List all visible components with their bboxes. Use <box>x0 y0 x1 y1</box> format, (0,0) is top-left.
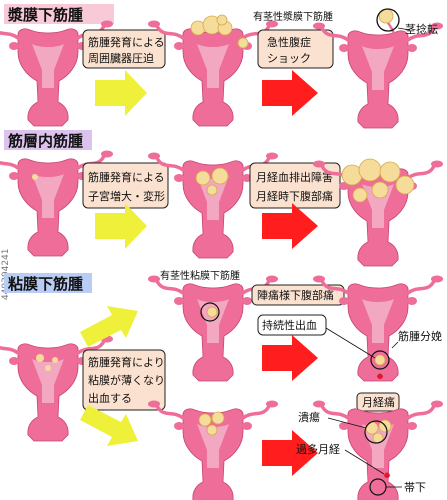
myoma-cluster-subserosal <box>190 14 249 49</box>
myoma-submucosal-1 <box>206 306 218 318</box>
svg-text:持続性出血: 持続性出血 <box>262 318 317 332</box>
arrow-red-3a <box>262 335 318 381</box>
label-discharge: 帯下 <box>404 481 426 494</box>
myoma-cluster-normal-3 <box>36 354 58 371</box>
svg-text:月経時下腹部痛: 月経時下腹部痛 <box>256 189 333 203</box>
arrow-yellow-1 <box>95 70 147 116</box>
label-pedunculated-submucosal: 有茎性粘膜下筋腫 <box>160 269 240 282</box>
svg-text:陣痛様下腹部痛: 陣痛様下腹部痛 <box>257 288 334 302</box>
svg-text:急性腹症: 急性腹症 <box>267 35 311 49</box>
label-box-menstrual-pain: 月経痛 <box>356 392 400 412</box>
section-title-bg-subserosal <box>4 4 114 24</box>
symptom-box-submucosal: 陣痛様下腹部痛 <box>251 284 345 306</box>
label-torsion: 茎捻転 <box>405 22 438 36</box>
leader-ulcer <box>327 417 367 429</box>
myoma-cluster-submucosal-2 <box>198 411 225 436</box>
arrow-yellow-2 <box>95 203 147 249</box>
circle-ulcer <box>364 420 388 444</box>
symptom-box-intramural: 月経血排出障害 月経時下腹部痛 <box>249 162 341 209</box>
arrow-red-1 <box>262 70 318 116</box>
myoma-cluster-enlarged <box>341 158 415 203</box>
myoma-cluster-intramural <box>195 167 229 196</box>
section-title-intramural: 筋層内筋腫 <box>7 132 83 150</box>
symptom-box-subserosal: 急性腹症 ショック <box>257 29 334 69</box>
circle-delivery <box>370 350 390 370</box>
section-title-subserosal: 漿膜下筋腫 <box>7 6 83 24</box>
section-title-bg-intramural <box>4 130 92 150</box>
circle-submucosal-1 <box>200 302 220 322</box>
desc-box-submucosal: 筋腫発育により 粘膜が薄くなり 出血する <box>82 349 166 411</box>
svg-text:月経痛: 月経痛 <box>362 395 395 409</box>
blood-drop-menorrhagia <box>384 472 390 478</box>
svg-text:月経血排出障害: 月経血排出障害 <box>256 170 333 184</box>
svg-text:筋腫発育による: 筋腫発育による <box>88 35 165 49</box>
leader-delivery <box>391 341 399 349</box>
svg-text:出血する: 出血する <box>88 391 132 405</box>
blood-drop-delivery <box>377 373 383 379</box>
arrow-red-2 <box>262 203 318 249</box>
svg-text:粘膜が薄くなり: 粘膜が薄くなり <box>88 373 165 387</box>
desc-box-intramural: 筋腫発育による 子宮増大・変形 <box>82 162 169 209</box>
label-delivery: 筋腫分娩 <box>398 329 442 343</box>
section-title-submucosal: 粘膜下筋腫 <box>8 275 83 293</box>
leader-menorrhagia <box>344 449 385 475</box>
desc-box-subserosal: 筋腫発育による 周囲臓器圧迫 <box>82 29 166 69</box>
arrow-yellow-3a <box>80 306 138 347</box>
leader-bleeding <box>325 327 376 359</box>
section-title-bg-submucosal <box>4 273 92 293</box>
label-ulcer: 潰瘍 <box>298 410 320 424</box>
svg-text:周囲臓器圧迫: 周囲臓器圧迫 <box>88 51 154 65</box>
svg-text:筋腫発育による: 筋腫発育による <box>88 170 165 184</box>
label-menorrhagia: 過多月経 <box>296 442 340 456</box>
svg-text:筋腫発育により: 筋腫発育により <box>88 355 165 369</box>
myoma-small <box>32 174 38 180</box>
svg-text:ショック: ショック <box>267 52 311 65</box>
leader-torsion <box>397 27 411 31</box>
arrow-red-3b <box>262 430 318 476</box>
label-box-bleeding: 持続性出血 <box>257 314 327 336</box>
svg-text:子宮増大・変形: 子宮増大・変形 <box>88 189 165 203</box>
myoma-delivery <box>374 354 386 366</box>
arrow-yellow-3b <box>80 405 138 446</box>
label-pedunculated-subserosal: 有茎性漿膜下筋腫 <box>253 10 333 23</box>
circle-torsion <box>376 8 400 32</box>
